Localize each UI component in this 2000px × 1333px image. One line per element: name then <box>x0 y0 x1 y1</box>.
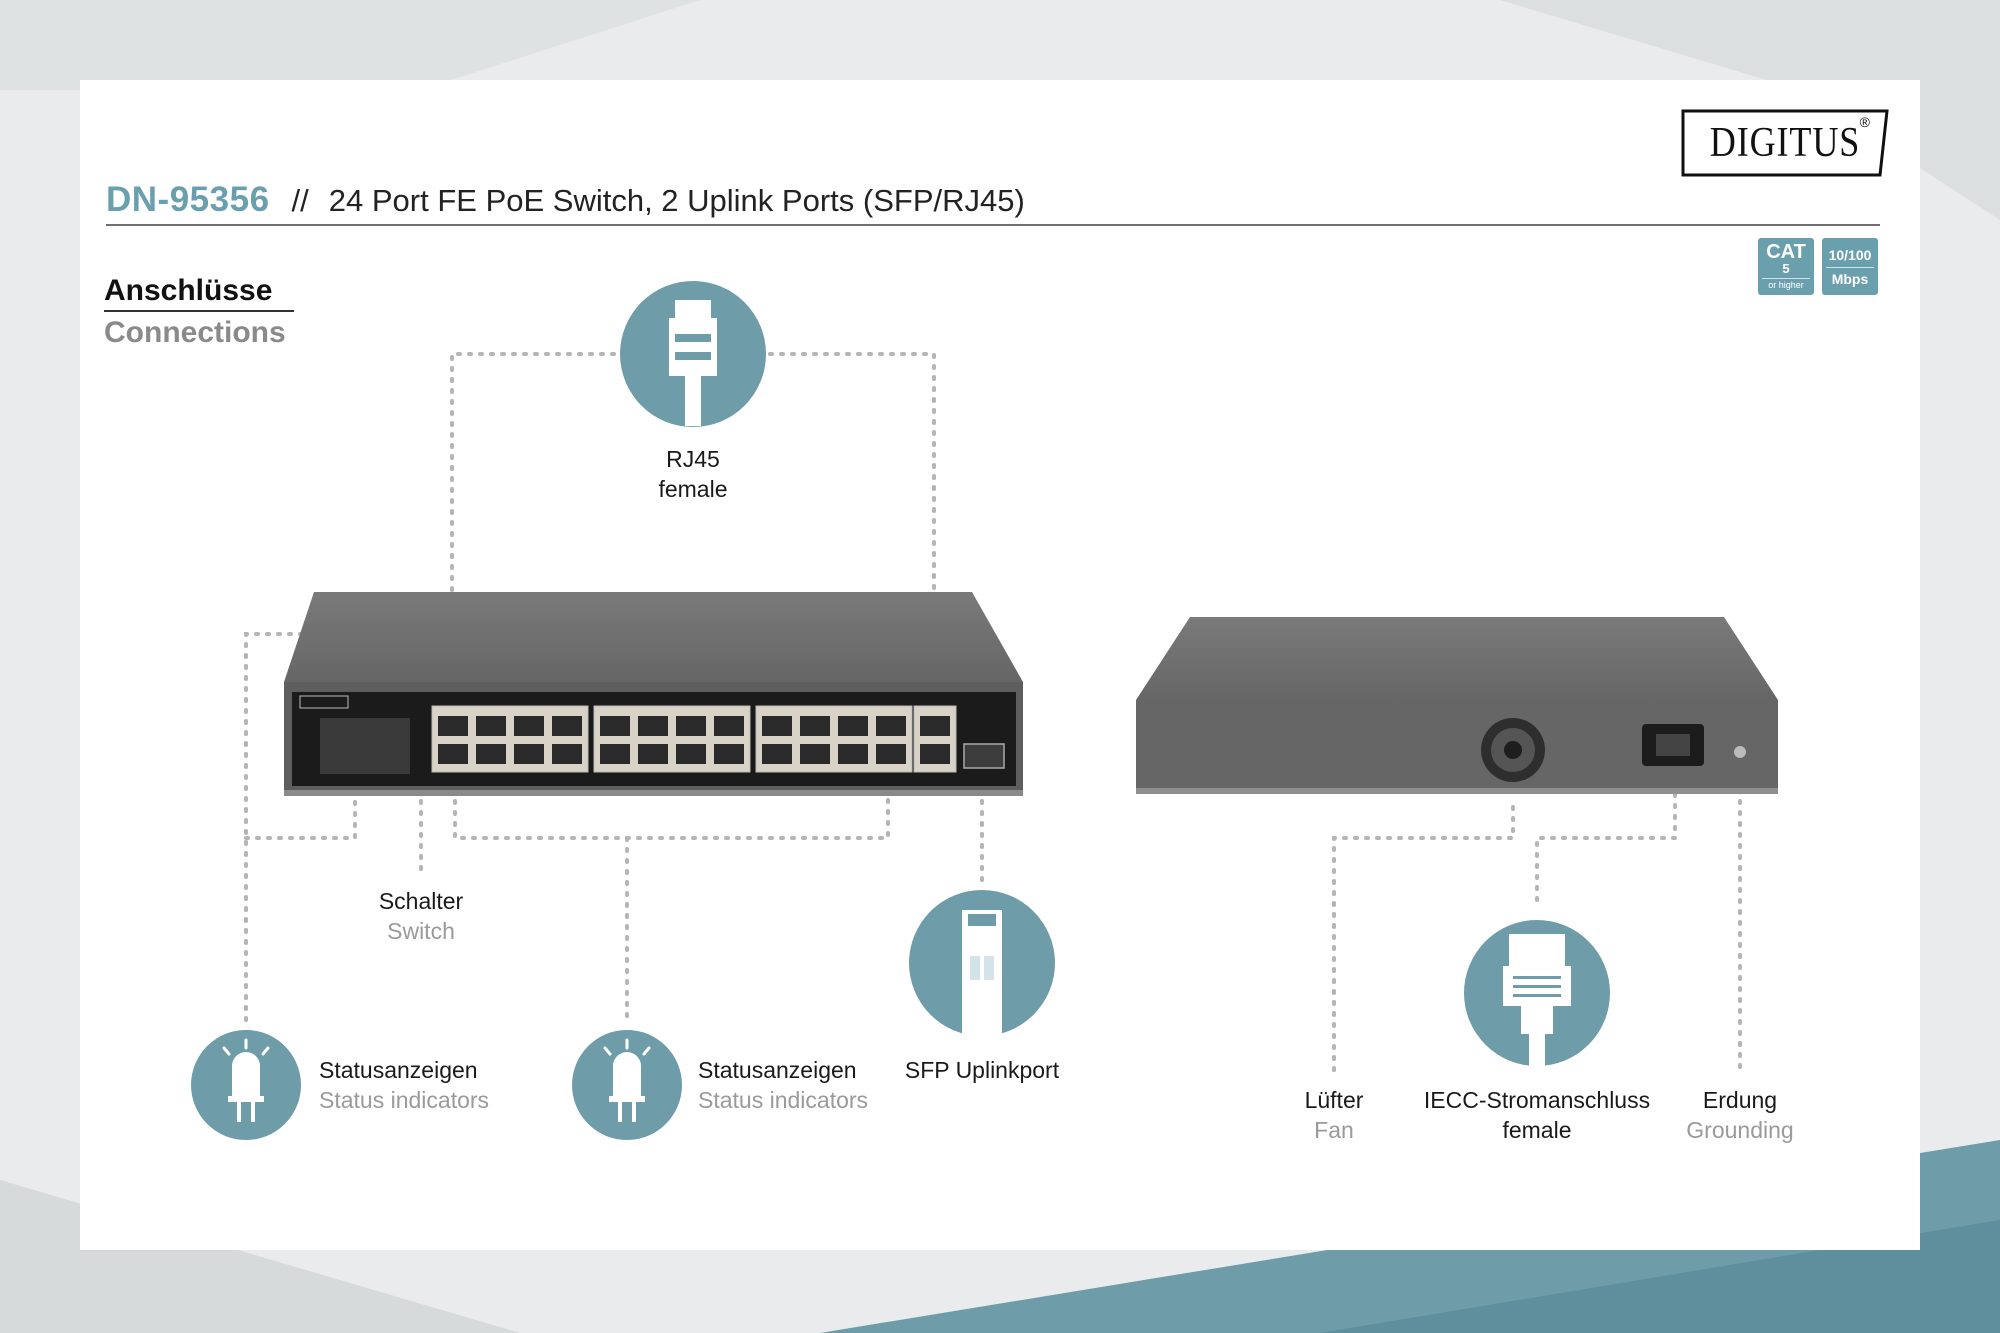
switch-label-en: Switch <box>387 918 455 944</box>
switch-front-image <box>284 592 1023 796</box>
rj45-label: RJ45 female <box>613 444 773 504</box>
power-label: IECC-Stromanschluss female <box>1412 1085 1662 1145</box>
status-indicators-left-label: Statusanzeigen Status indicators <box>319 1055 489 1115</box>
grounding-label-de: Erdung <box>1702 1087 1778 1113</box>
speed-badge-line1: 10/100 <box>1826 247 1874 268</box>
product-title: 24 Port FE PoE Switch, 2 Uplink Ports (S… <box>328 183 1025 218</box>
rj45-label-line1: RJ45 <box>666 446 720 472</box>
cat-badge-line3: or higher <box>1762 278 1810 291</box>
fan-label-en: Fan <box>1314 1117 1354 1143</box>
cat5-badge: CAT 5 or higher <box>1758 238 1814 295</box>
grounding-label: Erdung Grounding <box>1670 1085 1810 1145</box>
led-icon <box>191 1030 301 1140</box>
sfp-module-icon <box>909 890 1055 1036</box>
title-bar: DN-95356 // 24 Port FE PoE Switch, 2 Upl… <box>106 180 1880 226</box>
model-number: DN-95356 <box>106 180 270 219</box>
logo-wordmark: DIGITUS <box>1709 120 1861 166</box>
switch-label-de: Schalter <box>378 888 464 914</box>
led-icon <box>572 1030 682 1140</box>
power-label-line1: IECC-Stromanschluss <box>1423 1087 1651 1113</box>
status-left-label-en: Status indicators <box>319 1087 490 1113</box>
sfp-label: SFP Uplinkport <box>882 1055 1082 1085</box>
status-right-label-en: Status indicators <box>698 1087 869 1113</box>
switch-label: Schalter Switch <box>341 886 501 946</box>
power-label-line2: female <box>1502 1117 1572 1143</box>
speed-badge: 10/100 Mbps <box>1822 238 1878 295</box>
status-left-label-de: Statusanzeigen <box>319 1057 478 1083</box>
fan-label-de: Lüfter <box>1304 1087 1364 1113</box>
grounding-label-en: Grounding <box>1686 1117 1794 1143</box>
sfp-label-text: SFP Uplinkport <box>904 1057 1060 1083</box>
digitus-logo: DIGITUS ® <box>1680 108 1890 178</box>
switch-back-image <box>1136 617 1778 794</box>
cat-badge-line2: 5 <box>1782 261 1790 276</box>
status-indicators-right-label: Statusanzeigen Status indicators <box>698 1055 868 1115</box>
section-title-de: Anschlüsse <box>104 274 294 312</box>
speed-badge-line2: Mbps <box>1831 271 1869 287</box>
section-title-en: Connections <box>104 316 286 349</box>
logo-frame <box>1681 109 1889 177</box>
status-right-label-de: Statusanzeigen <box>698 1057 857 1083</box>
title-separator: // <box>291 183 309 218</box>
logo-registered-mark: ® <box>1859 114 1870 130</box>
fan-label: Lüfter Fan <box>1274 1085 1394 1145</box>
cat-badge-line1: CAT <box>1766 241 1806 263</box>
rj45-label-line2: female <box>658 476 728 502</box>
power-plug-icon <box>1464 920 1610 1066</box>
rj45-plug-icon <box>620 281 766 427</box>
